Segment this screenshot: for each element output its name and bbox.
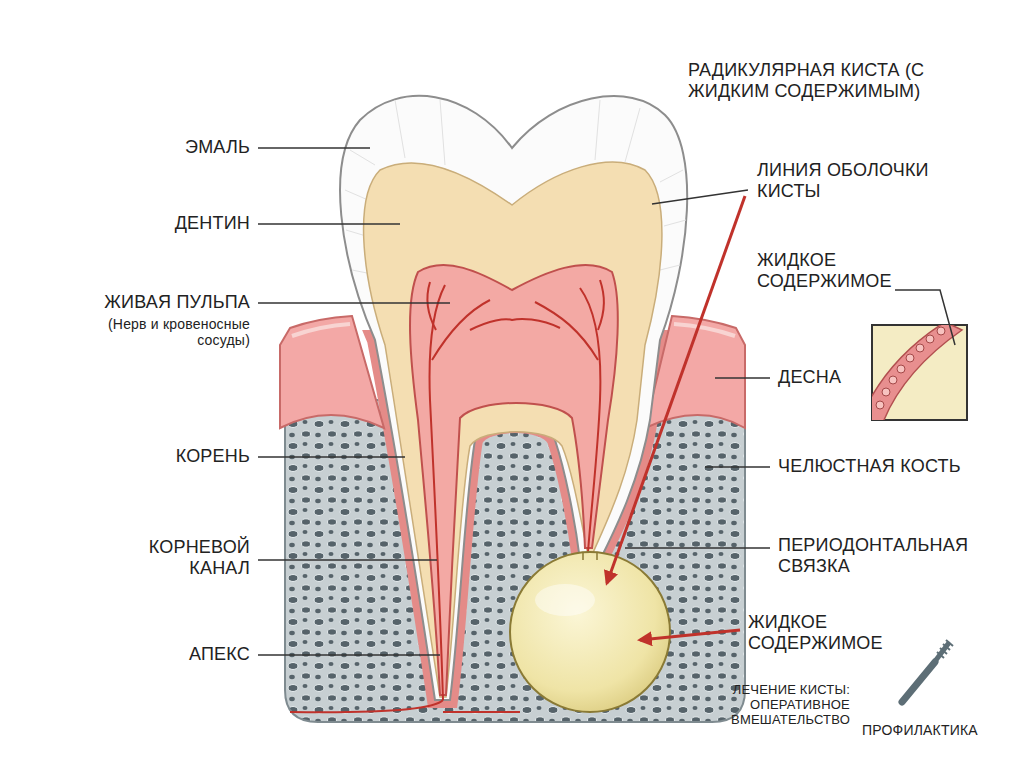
toothbrush-icon xyxy=(902,640,953,702)
part-label: АПЕКС xyxy=(60,644,250,665)
red-arrows xyxy=(607,196,745,640)
cyst-highlight xyxy=(535,584,595,616)
leader-lines xyxy=(258,148,955,655)
part-label: ЛИНИЯ ОБОЛОЧКИ КИСТЫ xyxy=(757,160,972,201)
part-label: ЭМАЛЬ xyxy=(60,137,250,158)
title-label: РАДИКУЛЯРНАЯ КИСТА (С ЖИДКИМ СОДЕРЖИМЫМ) xyxy=(688,60,1008,101)
part-label: ДЕНТИН xyxy=(60,213,250,234)
part-label: КОРЕНЬ xyxy=(60,446,250,467)
part-label: ДЕСНА xyxy=(778,367,868,388)
part-label: ЖИДКОЕ СОДЕРЖИМОЕ xyxy=(757,250,957,291)
part-label: ЛЕЧЕНИЕ КИСТЫ: ОПЕРАТИВНОЕ ВМЕШАТЕЛЬСТВО xyxy=(700,683,850,728)
part-label: ПРОФИЛАКТИКА xyxy=(862,722,1017,738)
cyst-wall-inset xyxy=(860,322,967,425)
part-label: ПЕРИОДОНТАЛЬНАЯ СВЯЗКА xyxy=(778,535,1014,576)
part-label: ЖИВАЯ ПУЛЬПА xyxy=(30,292,250,313)
cyst xyxy=(510,552,670,712)
cyst-neck xyxy=(583,552,597,560)
jaw-bone xyxy=(285,400,745,722)
part-label: КОРНЕВОЙ КАНАЛ xyxy=(110,537,250,578)
part-label: (Нерв и кровеносные сосуды) xyxy=(70,316,250,348)
part-label: ЖИДКОЕ СОДЕРЖИМОЕ xyxy=(748,612,928,653)
part-label: ЧЕЛЮСТНАЯ КОСТЬ xyxy=(778,456,1014,477)
